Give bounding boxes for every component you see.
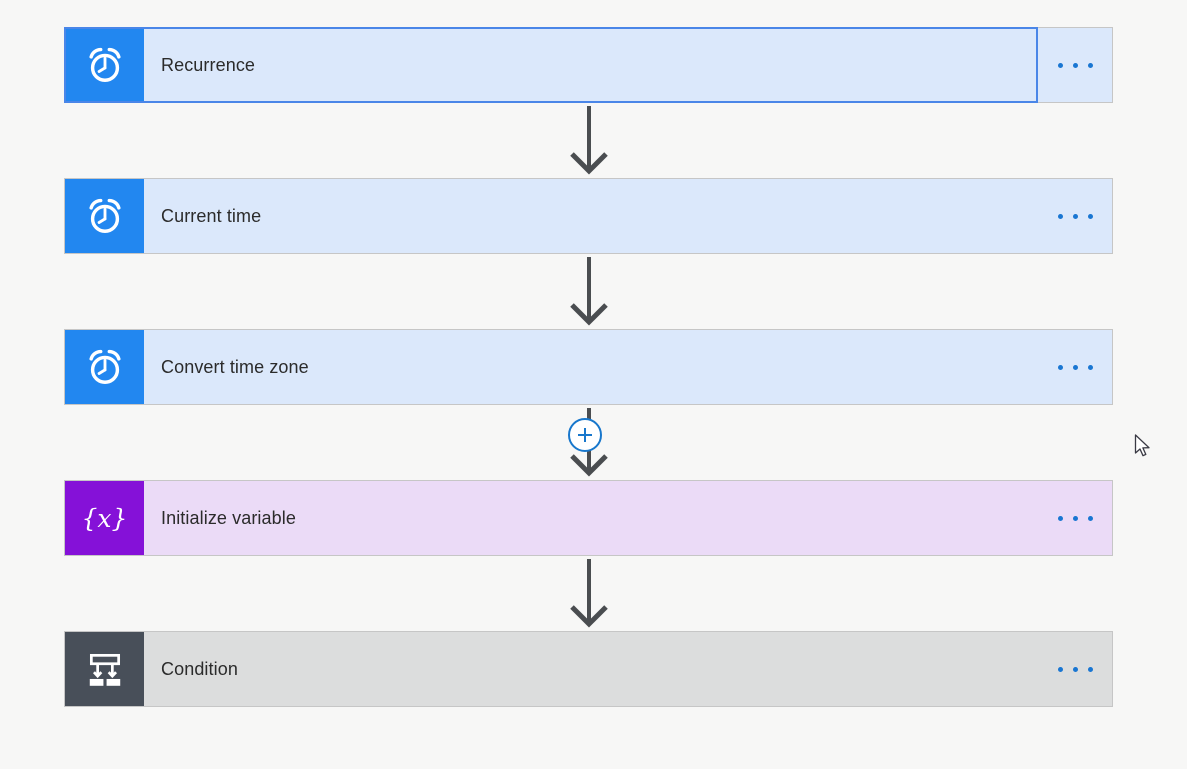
flow-step-card-current-time[interactable]: Current time (64, 178, 1113, 254)
condition-icon (65, 632, 144, 706)
step-title: Convert time zone (161, 356, 309, 377)
step-menu-button[interactable] (1038, 330, 1112, 404)
flow-step-card-condition[interactable]: Condition (64, 631, 1113, 707)
mouse-cursor (1134, 434, 1150, 457)
ellipsis-icon (1057, 364, 1063, 370)
step-menu-button[interactable] (1038, 28, 1112, 102)
connector-arrow (570, 106, 608, 175)
step-menu-button[interactable] (1038, 632, 1112, 706)
alarm-clock-icon (65, 179, 144, 253)
ellipsis-icon (1057, 213, 1063, 219)
step-title: Condition (161, 658, 238, 679)
step-title: Current time (161, 205, 262, 226)
plus-icon (578, 428, 592, 442)
connector-arrow (570, 257, 608, 326)
ellipsis-icon (1057, 62, 1063, 68)
alarm-clock-icon (65, 28, 144, 102)
insert-step-button[interactable] (568, 418, 602, 452)
step-title: Initialize variable (161, 507, 296, 528)
flow-step-card-initialize-variable[interactable]: {x} Initialize variable (64, 480, 1113, 556)
variable-icon: {x} (65, 481, 144, 555)
step-menu-button[interactable] (1038, 481, 1112, 555)
flow-step-card-recurrence[interactable]: Recurrence (64, 27, 1113, 103)
step-menu-button[interactable] (1038, 179, 1112, 253)
ellipsis-icon (1057, 666, 1063, 672)
step-title: Recurrence (161, 54, 256, 75)
flow-step-card-convert-time-zone[interactable]: Convert time zone (64, 329, 1113, 405)
connector-arrow (570, 559, 608, 628)
alarm-clock-icon (65, 330, 144, 404)
ellipsis-icon (1057, 515, 1063, 521)
